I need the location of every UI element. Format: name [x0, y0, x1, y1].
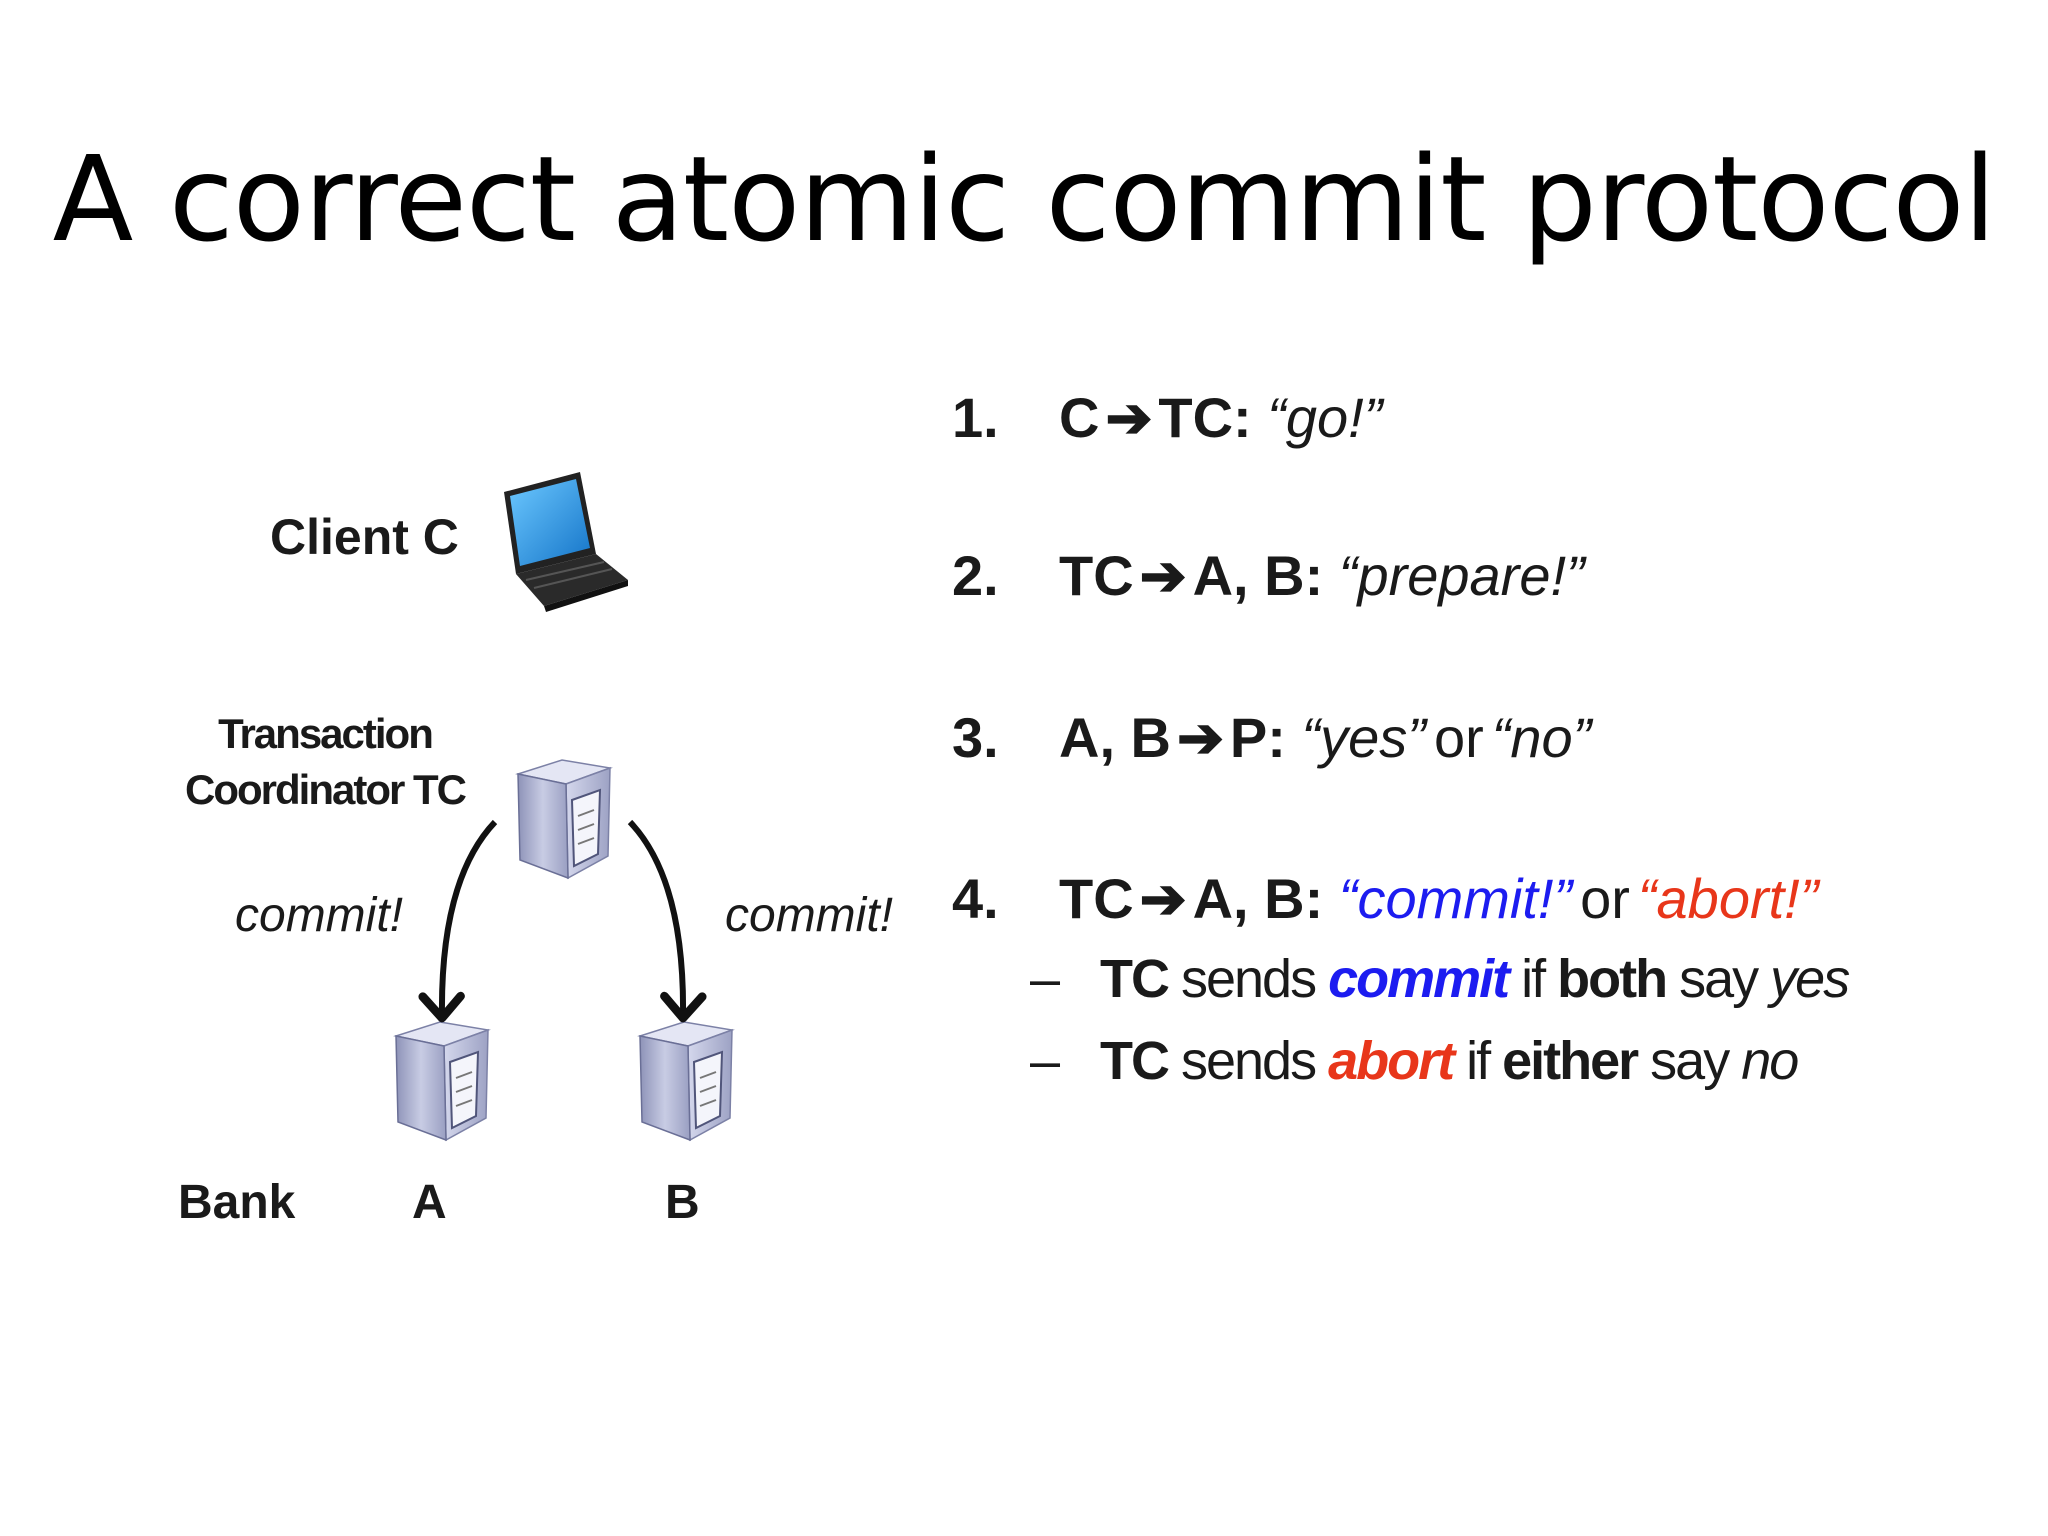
bank-label: Bank	[178, 1176, 296, 1229]
step-message: “go!”	[1267, 386, 1383, 449]
subpoint-vote: no	[1741, 1031, 1799, 1091]
step-receiver: A, B:	[1192, 867, 1324, 930]
edge-tc-to-bank-a	[418, 819, 498, 1023]
dash-bullet: –	[1030, 1031, 1060, 1091]
slide-title: A correct atomic commit protocol	[52, 130, 1997, 268]
step-sender: TC	[1059, 544, 1134, 607]
step-sender: C	[1059, 386, 1100, 449]
coordinator-label-line1: Transaction	[218, 710, 434, 757]
step-4: 4. TC➔A, B: “commit!”or“abort!”	[952, 866, 1818, 932]
step-3: 3. A, B➔P: “yes”or“no”	[952, 705, 1591, 771]
subpoint-say: say	[1666, 949, 1771, 1009]
subpoint-verb: sends	[1167, 949, 1329, 1009]
right-arrow-icon: ➔	[1105, 386, 1153, 449]
step-receiver: P:	[1229, 706, 1286, 769]
coordinator-label: Transaction Coordinator TC	[160, 706, 490, 818]
step-number: 3.	[952, 706, 999, 769]
subpoint-cond: if	[1508, 949, 1558, 1009]
client-label: Client C	[270, 509, 459, 565]
step-message-no: “no”	[1491, 706, 1592, 769]
step-receiver: TC:	[1158, 386, 1252, 449]
edge-right-label: commit!	[725, 889, 893, 942]
subpoint-abort: –TC sends abort if either say no	[1030, 1030, 1799, 1092]
step-2: 2. TC➔A, B: “prepare!”	[952, 543, 1585, 609]
step-or: or	[1433, 706, 1484, 769]
step-or: or	[1580, 867, 1630, 930]
step-number: 4.	[952, 867, 999, 930]
subpoint-action-abort: abort	[1328, 1031, 1455, 1091]
step-message-abort: “abort!”	[1637, 867, 1819, 930]
subpoint-cond: if	[1453, 1031, 1503, 1091]
subpoint-actor: TC	[1100, 1031, 1170, 1091]
step-number: 1.	[952, 386, 999, 449]
step-receiver: A, B:	[1192, 544, 1324, 607]
subpoint-quantifier: either	[1502, 1031, 1639, 1091]
subpoint-say: say	[1637, 1031, 1742, 1091]
bank-a-label: A	[412, 1176, 447, 1229]
bank-b-server-icon	[637, 1021, 735, 1142]
edge-left-label: commit!	[235, 889, 403, 942]
dash-bullet: –	[1030, 949, 1060, 1009]
step-number: 2.	[952, 544, 999, 607]
right-arrow-icon: ➔	[1177, 706, 1224, 769]
step-message-commit: “commit!”	[1338, 867, 1573, 930]
subpoint-commit: –TC sends commit if both say yes	[1030, 948, 1850, 1010]
step-1: 1. C➔TC: “go!”	[952, 385, 1382, 451]
coordinator-server-icon	[515, 759, 613, 880]
subpoint-verb: sends	[1167, 1031, 1329, 1091]
subpoint-actor: TC	[1100, 949, 1170, 1009]
step-message-yes: “yes”	[1301, 706, 1426, 769]
edge-tc-to-bank-b	[627, 819, 707, 1023]
step-message: “prepare!”	[1338, 544, 1585, 607]
bank-b-label: B	[665, 1176, 700, 1229]
subpoint-action-commit: commit	[1328, 949, 1510, 1009]
bank-a-server-icon	[393, 1021, 491, 1142]
laptop-icon	[504, 472, 628, 612]
step-sender: TC	[1059, 867, 1134, 930]
right-arrow-icon: ➔	[1139, 867, 1187, 930]
right-arrow-icon: ➔	[1139, 544, 1187, 607]
subpoint-vote: yes	[1770, 949, 1850, 1009]
coordinator-label-line2: Coordinator TC	[185, 766, 467, 813]
step-sender: A, B	[1059, 706, 1171, 769]
subpoint-quantifier: both	[1557, 949, 1668, 1009]
